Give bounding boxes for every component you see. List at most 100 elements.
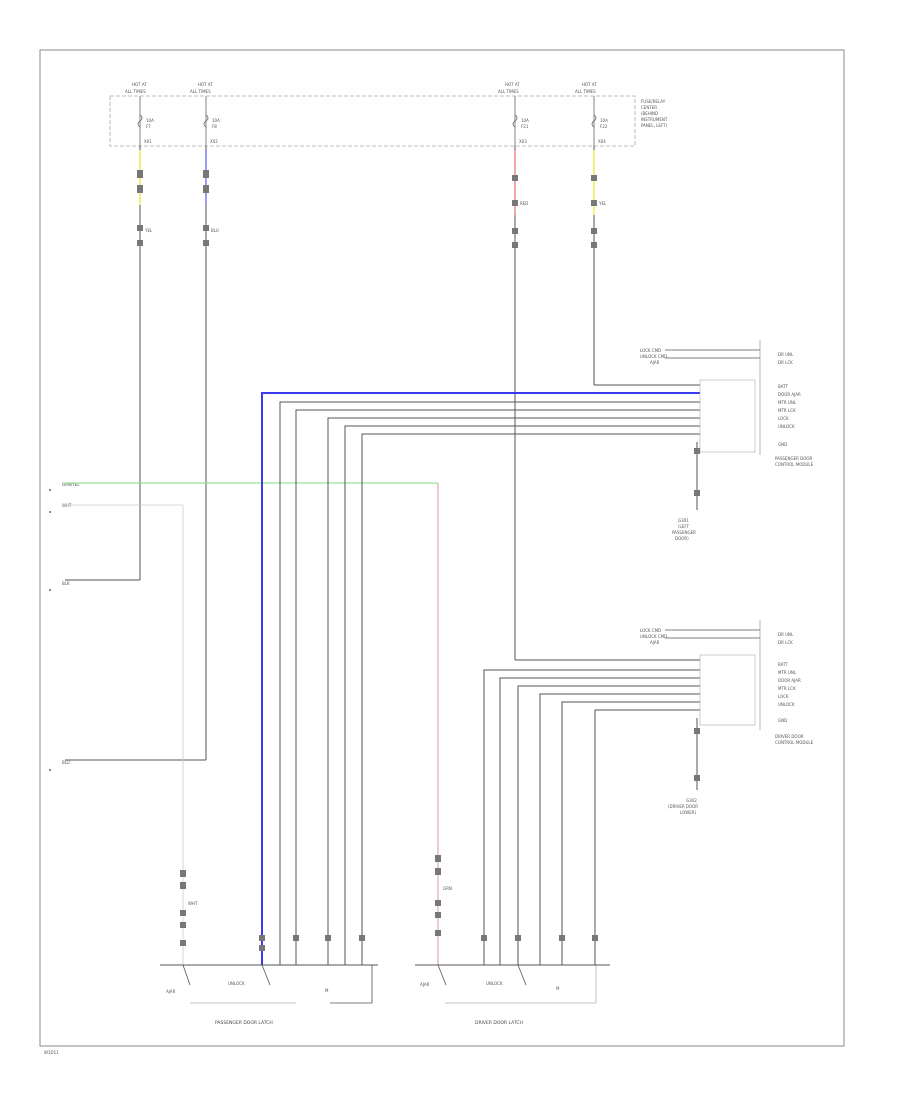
fuse-4-amp: 10A [600, 118, 608, 123]
lower-pin-9: GND [778, 718, 787, 723]
diagram-frame [39, 49, 845, 1047]
wire-label-yel-1: YEL [144, 228, 153, 233]
upper-ground-2: (LEFT [678, 524, 690, 529]
fuse-1: HOT AT ALL TIMES 10A F7 X01 [125, 82, 154, 146]
term-black-label: BLK [62, 581, 70, 586]
fuse-2-name: ALL TIMES [190, 89, 211, 94]
upper-module-title-2: CONTROL MODULE [775, 462, 814, 467]
lower-pin-5: DOOR AJAR [778, 678, 801, 683]
passenger-sw1-label: AJAR [166, 989, 176, 994]
driver-ajar-switch [437, 964, 447, 986]
lower-pin-7: LOCK [778, 694, 789, 699]
driver-latch: AJAR UNLOCK M DRIVER DOOR LATCH [415, 964, 610, 1026]
driver-sw2-label: UNLOCK [486, 981, 503, 986]
upper-side-2: UNLOCK CMD [640, 354, 667, 359]
fuse-box-outline [109, 95, 636, 147]
fuse-wire-1: YEL [65, 146, 153, 581]
passenger-latch-label: PASSENGER DOOR LATCH [215, 1020, 273, 1026]
lower-pin-3: BATT [778, 662, 789, 667]
fuse-1-top: HOT AT [132, 82, 147, 87]
term-blu-label: BLU [62, 760, 70, 765]
white-wire: WHT [62, 504, 198, 965]
lower-module-title-2: CONTROL MODULE [775, 740, 814, 745]
upper-pin-8: UNLOCK [778, 424, 795, 429]
svg-text:CENTER: CENTER [641, 105, 657, 110]
wire-label-grn: GRN [443, 886, 452, 891]
fuse-2-pin: X02 [210, 139, 218, 144]
passenger-motor: M [325, 988, 329, 993]
lower-side-2: UNLOCK CMD [640, 634, 667, 639]
terminal-dot-4 [49, 769, 51, 771]
fuse-box-label-3: (BEHIND [641, 111, 658, 116]
term-white-label: WHT [62, 503, 72, 508]
term-green-label: GRN/YEL [62, 482, 80, 487]
svg-text:PANEL, LEFT): PANEL, LEFT) [641, 123, 668, 128]
lower-pin-8: UNLOCK [778, 702, 795, 707]
driver-sw1-label: AJAR [420, 982, 430, 987]
green-wire: GRN [62, 482, 452, 965]
wire-label-wht: WHT [188, 901, 198, 906]
fuse-3-pin: X03 [519, 139, 527, 144]
fuse-2-amp: 10A [212, 118, 220, 123]
lower-bus-wires [481, 669, 700, 965]
wire-label-red: RED [520, 201, 528, 206]
fuse-wire-3: RED [512, 146, 700, 661]
blue-bus [259, 392, 700, 965]
driver-motor: M [556, 986, 560, 991]
fuse-3-cavity: F21 [521, 124, 529, 129]
lower-side-1: LOCK CMD [640, 628, 661, 633]
upper-pin-3: BATT [778, 384, 789, 389]
fuse-wire-2: BLU [65, 146, 219, 761]
upper-pin-7: LOCK [778, 416, 789, 421]
fuse-4-cavity: F22 [600, 124, 608, 129]
fuse-4-top: HOT AT [582, 82, 597, 87]
lower-pin-2: DR LCK [778, 640, 793, 645]
upper-pin-1: DR UNL [778, 352, 794, 357]
fuse-2-symbol [203, 114, 209, 128]
svg-text:(BEHIND: (BEHIND [641, 111, 658, 116]
upper-module: LOCK CMD UNLOCK CMD AJAR DR UNL DR LCK B… [640, 340, 814, 541]
lower-pin-6: MTR LCK [778, 686, 796, 691]
svg-text:INSTRUMENT: INSTRUMENT [641, 117, 668, 122]
fuse-3: HOT AT ALL TIMES 10A F21 X03 [498, 82, 529, 146]
lower-ground-2: (DRIVER DOOR [668, 804, 698, 809]
fuse-box: FUSE/RELAY CENTER (BEHIND INSTRUMENT PAN… [109, 95, 668, 147]
left-terminals: GRN/YEL WHT BLK BLU [49, 482, 80, 771]
passenger-latch: AJAR UNLOCK M PASSENGER DOOR LATCH [160, 964, 378, 1026]
terminal-dot-1 [49, 489, 51, 491]
lower-pin-1: DR UNL [778, 632, 794, 637]
upper-module-title-1: PASSENGER DOOR [775, 456, 813, 461]
upper-pin-4: DOOR AJAR [778, 392, 801, 397]
lower-ground-1: G302 [686, 798, 697, 803]
passenger-ajar-switch [182, 964, 191, 986]
upper-side-3: AJAR [650, 360, 660, 365]
terminal-dot-2 [49, 511, 51, 513]
fuse-1-cavity: F7 [146, 124, 151, 129]
fuse-2-cavity: F8 [212, 124, 217, 129]
svg-text:FUSE/RELAY: FUSE/RELAY [641, 99, 666, 104]
fuse-4-pin: X04 [598, 139, 606, 144]
passenger-unlock-switch [261, 964, 271, 986]
fuse-box-label-2: CENTER [641, 105, 657, 110]
fuse-1-symbol [137, 114, 143, 128]
fuse-2: HOT AT ALL TIMES 10A F8 X02 [190, 82, 220, 146]
upper-bus-wires [279, 401, 700, 965]
fuse-1-pin: X01 [144, 139, 152, 144]
lower-module: LOCK CMD UNLOCK CMD AJAR DR UNL DR LCK B… [640, 620, 814, 815]
terminal-dot-3 [49, 589, 51, 591]
upper-pin-5: MTR UNL [778, 400, 797, 405]
footer-code: W1D11 [44, 1050, 59, 1055]
fuse-4-name: ALL TIMES [575, 89, 596, 94]
fuse-3-top: HOT AT [505, 82, 520, 87]
driver-unlock-switch [517, 964, 527, 986]
lower-side-3: AJAR [650, 640, 660, 645]
upper-pin-6: MTR LCK [778, 408, 796, 413]
upper-ground-3: PASSENGER [672, 530, 696, 535]
fuse-3-amp: 10A [521, 118, 529, 123]
fuse-4: HOT AT ALL TIMES 10A F22 X04 [575, 82, 608, 146]
fuse-1-amp: 10A [146, 118, 154, 123]
fuse-box-label-1: FUSE/RELAY [641, 99, 666, 104]
fuse-box-label-5: PANEL, LEFT) [641, 123, 668, 128]
